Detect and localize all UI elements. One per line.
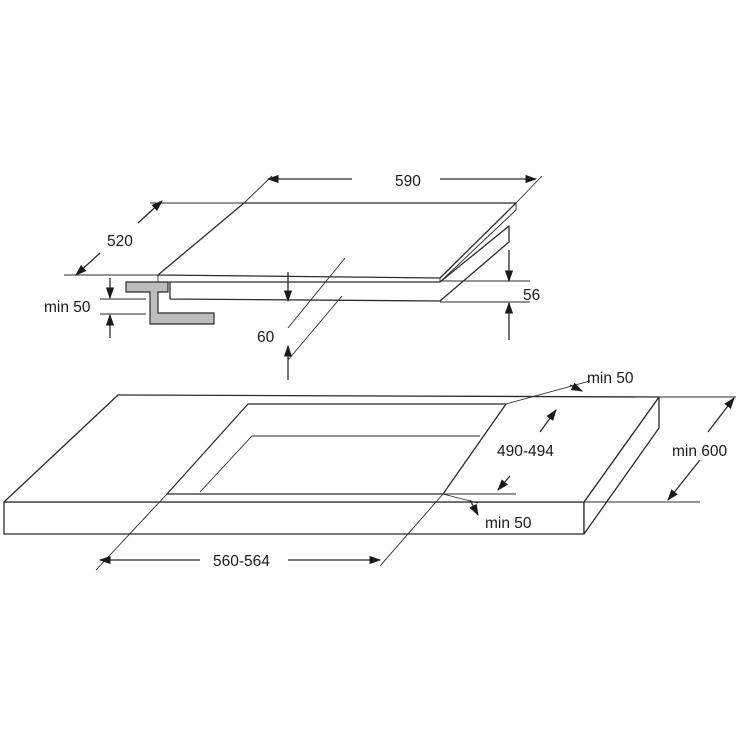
worktop-drawing xyxy=(3,380,736,571)
hob-width-label: 590 xyxy=(395,173,421,190)
bracket-gap-label: min 50 xyxy=(44,299,91,316)
front-min-label: min 50 xyxy=(485,515,532,532)
depth-min-label: min 600 xyxy=(672,443,728,460)
hob-height-label: 56 xyxy=(523,287,540,304)
hob-drawing xyxy=(64,174,543,380)
clearance-below-label: 60 xyxy=(257,329,275,346)
mounting-bracket xyxy=(125,281,215,325)
cutout-depth-label: 490-494 xyxy=(497,443,554,460)
rear-min-label: min 50 xyxy=(587,370,634,387)
hob-depth-label: 520 xyxy=(107,233,133,250)
cutout-width-label: 560-564 xyxy=(213,553,270,570)
